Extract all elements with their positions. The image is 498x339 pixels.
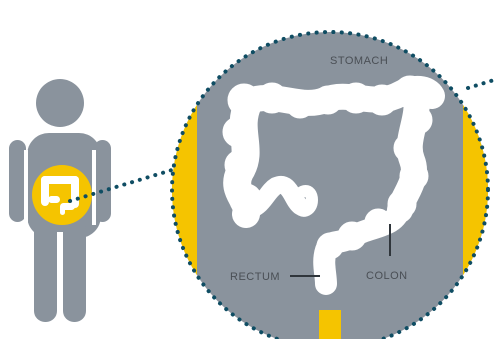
yellow-band-right xyxy=(463,80,498,280)
label-colon: COLON xyxy=(366,270,408,282)
figure-left-leg xyxy=(34,218,57,322)
figure-head xyxy=(36,79,84,127)
label-rectum: RECTUM xyxy=(230,271,280,283)
figure-right-arm xyxy=(94,140,111,222)
connector-line-right xyxy=(468,80,494,88)
yellow-band-bottom xyxy=(319,310,341,339)
figure-right-leg xyxy=(63,218,86,322)
figure-left-arm xyxy=(9,140,26,222)
label-stomach: STOMACH xyxy=(330,55,388,67)
colon-highlight xyxy=(32,165,92,225)
